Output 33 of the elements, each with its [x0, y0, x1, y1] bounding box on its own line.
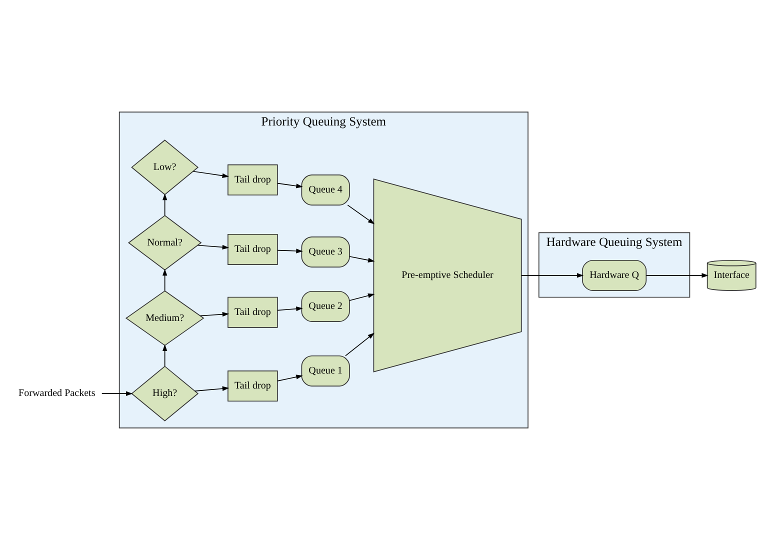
arrow — [349, 293, 375, 301]
node-diamond: High? — [131, 366, 199, 422]
arrow — [197, 244, 230, 250]
arrow — [192, 170, 230, 178]
arrow — [277, 248, 303, 254]
arrow — [277, 182, 303, 188]
arrow — [349, 256, 375, 262]
arrow — [200, 312, 230, 317]
node-box: Queue 2 — [301, 290, 350, 322]
node-box: Queue 1 — [301, 355, 350, 386]
arrow — [162, 193, 168, 216]
node-diamond: Medium? — [125, 290, 204, 346]
node-box: Tail drop — [228, 164, 278, 196]
arrow — [162, 268, 168, 292]
arrow — [194, 386, 230, 392]
node-diamond: Normal? — [128, 215, 202, 271]
arrow — [277, 306, 303, 312]
arrow — [347, 204, 375, 224]
node-box: Pre-emptive Scheduler — [373, 178, 522, 372]
node-box: Queue 4 — [301, 174, 350, 206]
node-box: Tail drop — [228, 296, 278, 328]
node-text: Forwarded Packets — [18, 388, 96, 400]
node-box: Tail drop — [228, 234, 278, 265]
node-box: Hardware Q — [582, 260, 647, 291]
arrow — [162, 344, 168, 367]
node-diamond: Low? — [131, 140, 199, 196]
arrow — [646, 273, 708, 278]
arrow — [277, 374, 303, 382]
node-box: Queue 3 — [301, 236, 350, 268]
arrow — [101, 391, 133, 396]
node-box: Tail drop — [228, 370, 278, 402]
arrow — [521, 273, 584, 278]
arrow — [345, 332, 375, 356]
